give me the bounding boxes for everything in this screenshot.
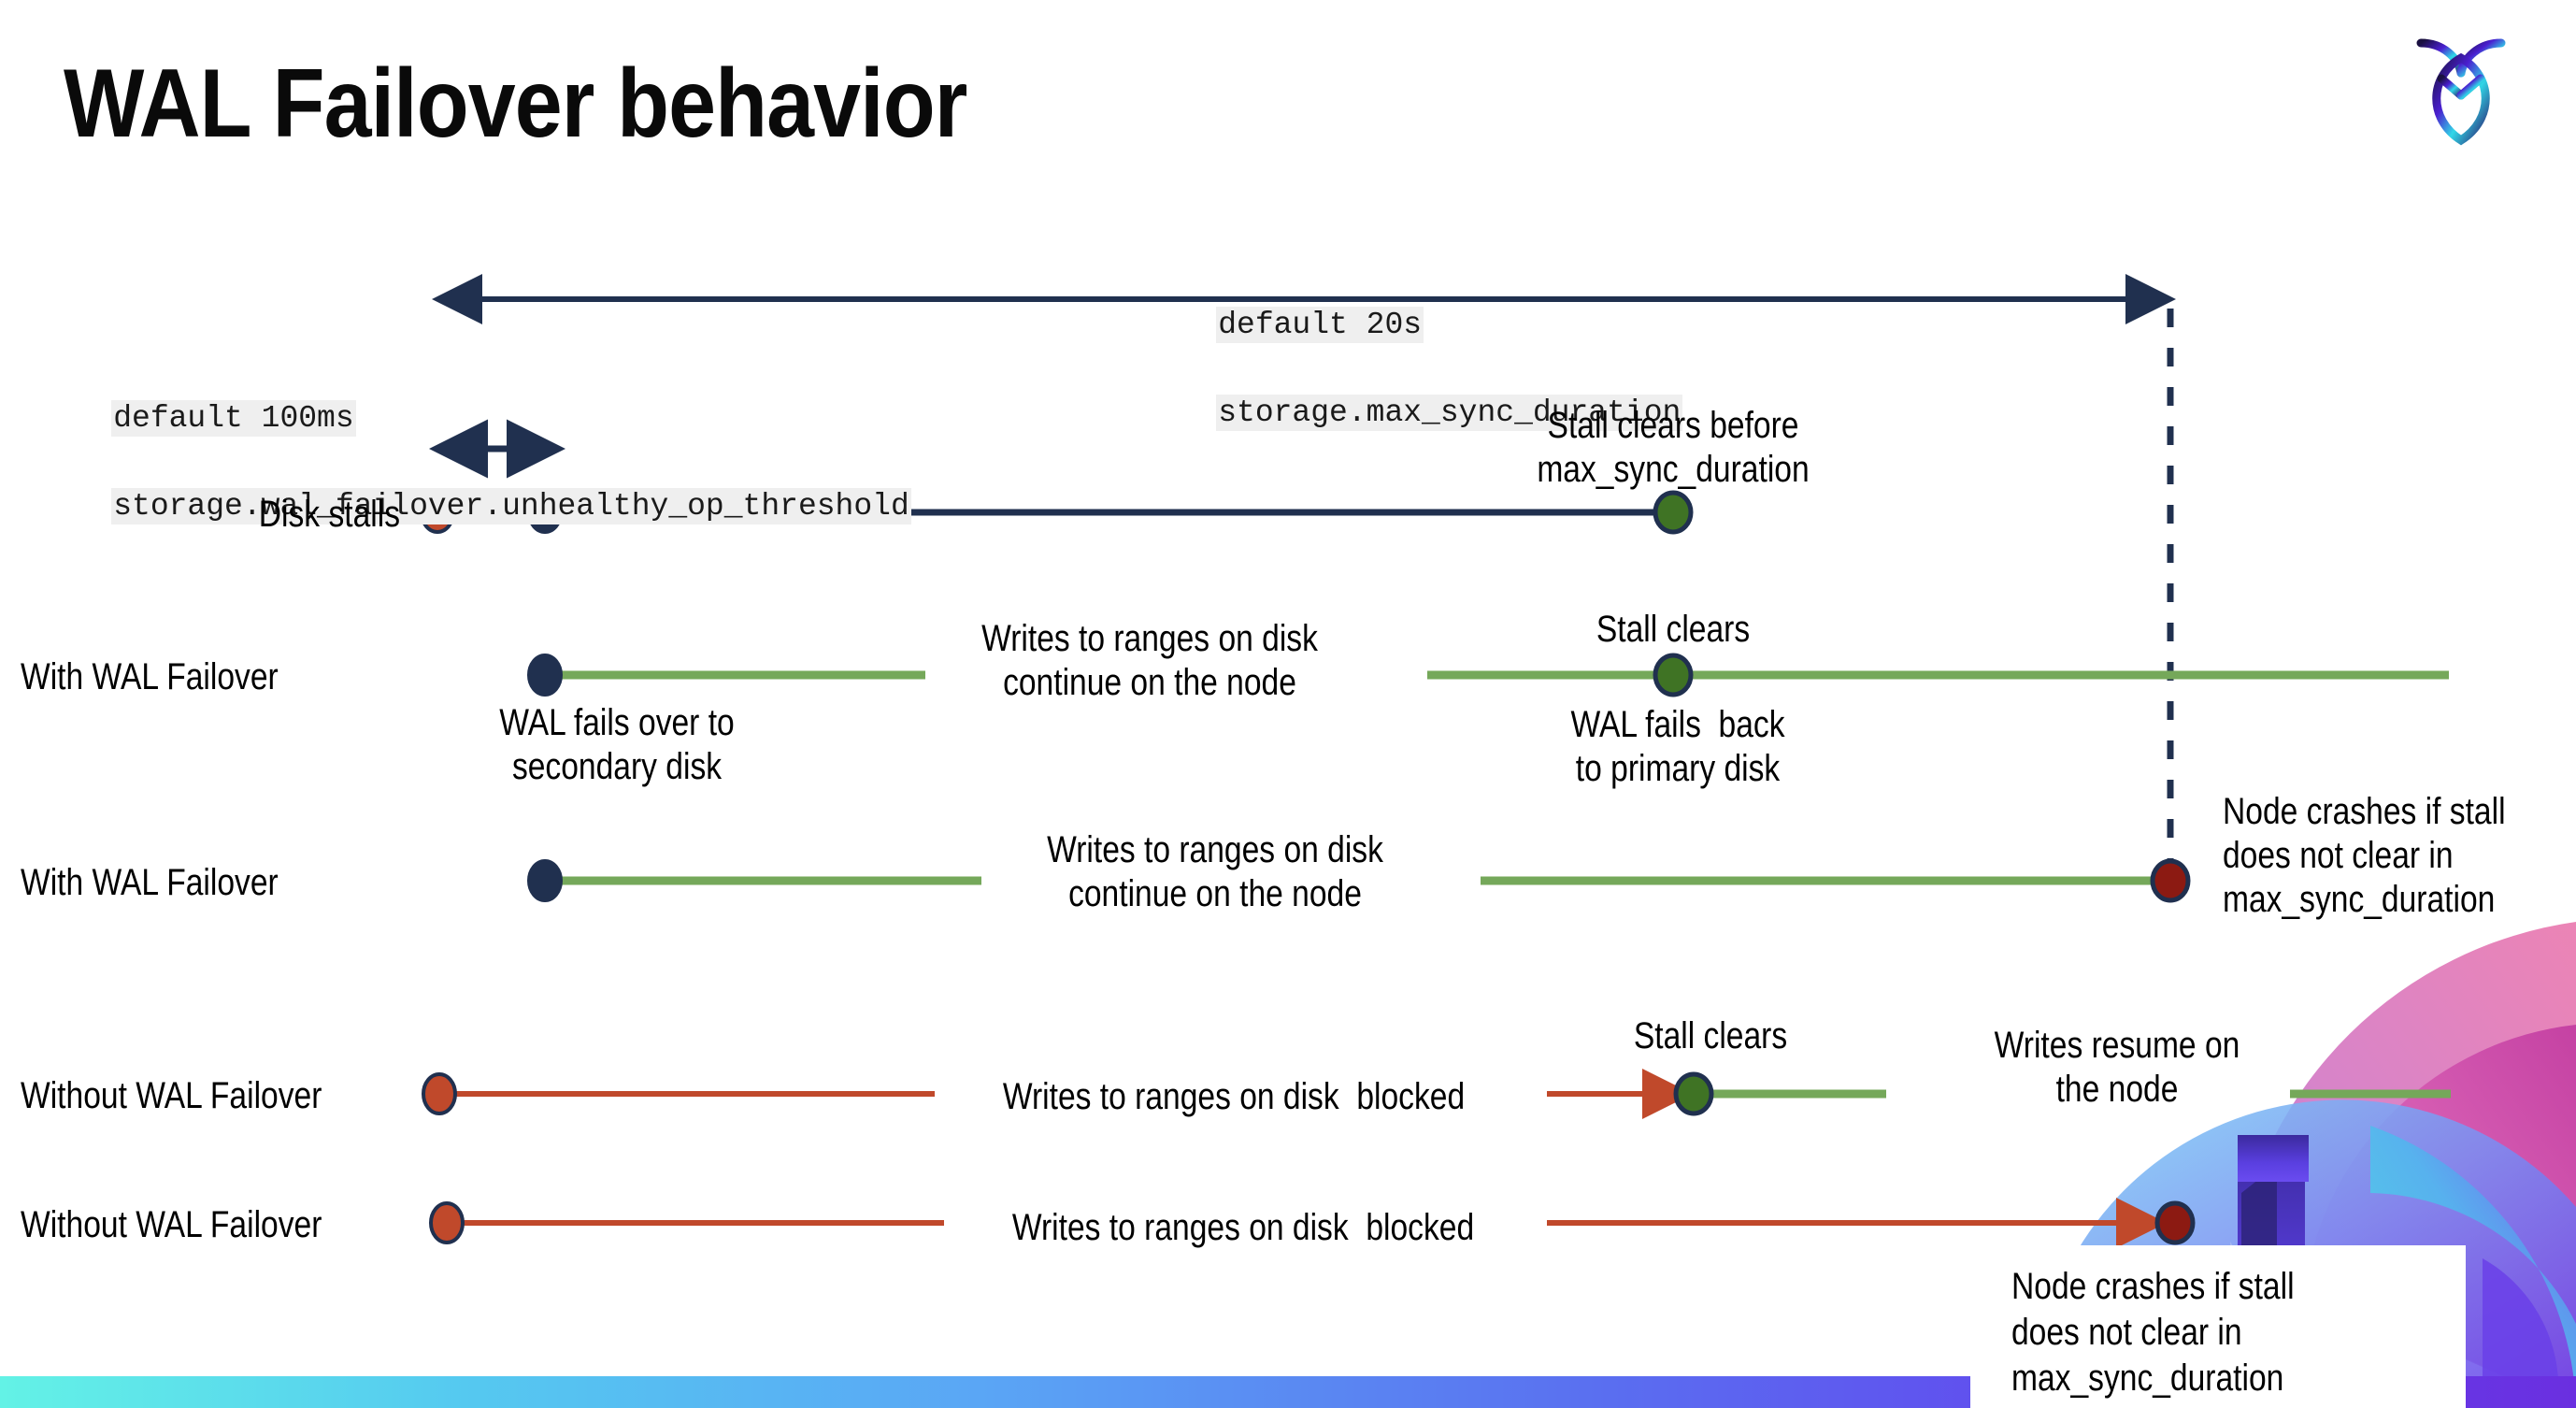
row-label-with-wal-failover-clears: With WAL Failover xyxy=(21,656,279,697)
row-label-without-wal-failover-crash: Without WAL Failover xyxy=(21,1204,322,1245)
node-crash-marker xyxy=(2150,858,2191,903)
unhealthy-op-threshold-setting-label: default 100ms storage.wal_failover.unhea… xyxy=(37,353,911,572)
cockroachdb-logo-icon xyxy=(2416,38,2506,146)
row-with-failover-clears-track xyxy=(527,653,2449,697)
stall-clears-marker xyxy=(1673,1071,1714,1116)
note-stall-clears-row2: Stall clears xyxy=(1596,609,1751,650)
note-wal-fails-over-secondary: WAL fails over to secondary disk xyxy=(499,702,735,788)
stall-clears-marker xyxy=(1653,653,1694,697)
wal-failover-start-marker xyxy=(527,859,563,902)
crash-callout-box xyxy=(1970,1245,2466,1408)
row-without-failover-clears-track xyxy=(422,1069,2451,1119)
note-node-crashes-row3: Node crashes if stall does not clear in … xyxy=(2223,791,2506,921)
note-writes-blocked-row4: Writes to ranges on disk blocked xyxy=(1002,1076,1466,1117)
row-label-with-wal-failover-crash: With WAL Failover xyxy=(21,862,279,903)
note-wal-fails-back-primary: WAL fails back to primary disk xyxy=(1570,704,1785,790)
note-writes-blocked-row5: Writes to ranges on disk blocked xyxy=(1011,1207,1475,1248)
max-sync-default-value: default 20s xyxy=(1216,306,1424,343)
wal-failover-start-marker xyxy=(527,654,563,697)
stall-clears-marker xyxy=(1653,490,1694,535)
row-label-disk-stalls: Disk stalls xyxy=(258,494,400,535)
max-sync-setting-name: storage.max_sync_duration xyxy=(1216,394,1683,431)
page-title: WAL Failover behavior xyxy=(64,50,967,158)
row-with-failover-crash-track xyxy=(527,858,2191,903)
stall-start-marker xyxy=(422,1072,457,1115)
note-writes-continue-row2: Writes to ranges on disk continue on the… xyxy=(981,618,1318,704)
stall-start-marker xyxy=(429,1201,465,1244)
note-stall-clears-row4: Stall clears xyxy=(1633,1015,1788,1056)
node-crash-marker xyxy=(2154,1200,2196,1245)
note-node-crashes-row5: Node crashes if stall does not clear in … xyxy=(2011,1266,2295,1399)
max-sync-duration-setting-label: default 20s storage.max_sync_duration xyxy=(1142,260,1683,479)
row-without-failover-crash-track xyxy=(429,1198,2196,1248)
unhealthy-op-setting-name: storage.wal_failover.unhealthy_op_thresh… xyxy=(111,487,911,524)
note-stall-clears-before-max-sync: Stall clears before max_sync_duration xyxy=(1537,405,1810,491)
row-label-without-wal-failover-clears: Without WAL Failover xyxy=(21,1075,322,1116)
unhealthy-op-default-value: default 100ms xyxy=(111,399,356,437)
note-writes-resume: Writes resume on the node xyxy=(1994,1025,2240,1111)
note-writes-continue-row3: Writes to ranges on disk continue on the… xyxy=(1047,829,1383,915)
